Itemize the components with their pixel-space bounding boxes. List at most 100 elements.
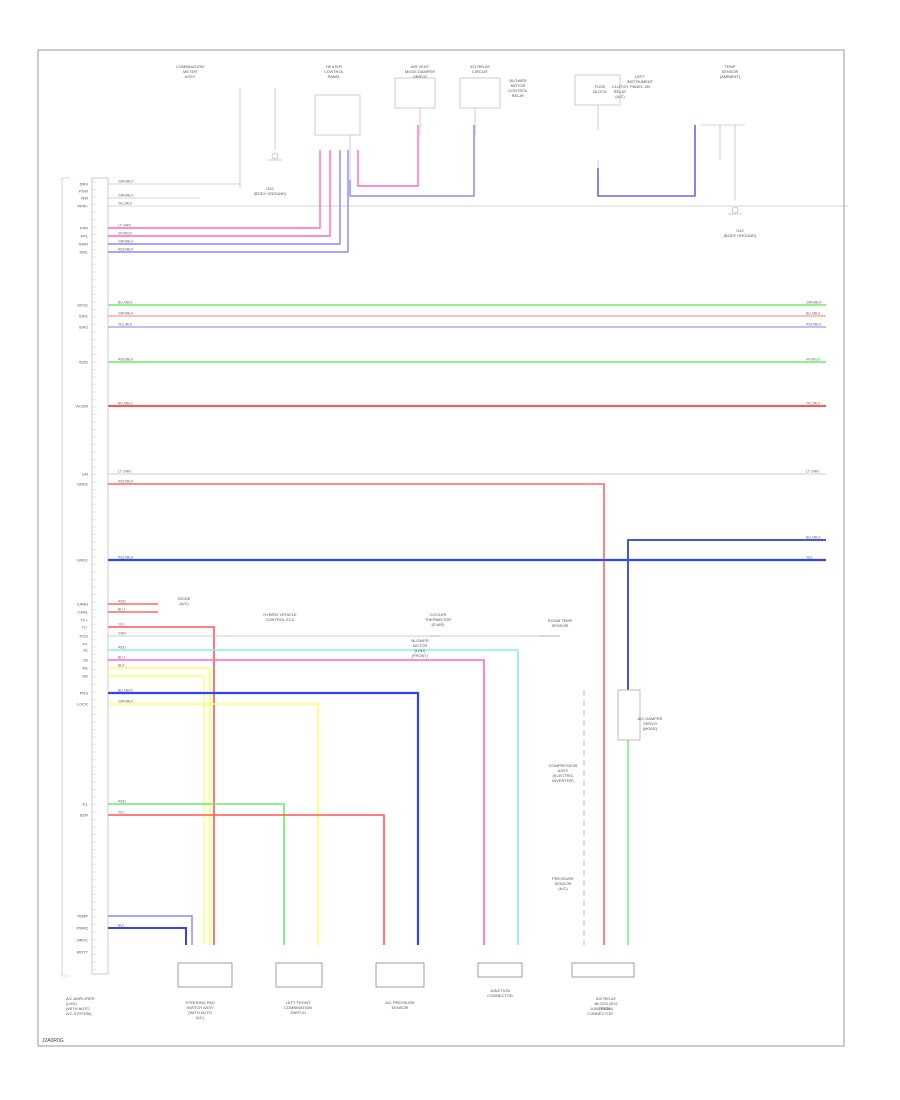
wire-label: RED/BLK (118, 556, 134, 560)
component-label: PANEL J/B (630, 84, 650, 89)
component-label: BLOCK (593, 89, 607, 94)
component-label: (WITH AUTO (66, 1006, 89, 1011)
component-label: SENSOR (552, 623, 569, 628)
component-label: (A/C) (558, 886, 568, 891)
pin-label: HRVC (77, 938, 88, 943)
wire-label: BLK (118, 664, 125, 668)
component-label: (A/C) (615, 94, 625, 99)
component-label: SENSOR (555, 881, 572, 886)
component-label: A/C SYSTEM) (66, 1011, 92, 1016)
pin-label: POS (80, 634, 89, 639)
pin-label: CANH (77, 602, 88, 607)
component-label: CONNECTOR (487, 993, 513, 998)
wire-yellow-1 (108, 667, 211, 945)
wire-label: BLU/BLK (806, 312, 821, 316)
wire-label: RED/BLK (806, 323, 822, 327)
wire-label: VIO/BLK (118, 232, 133, 236)
component-label: STEERING PAD (185, 1000, 215, 1005)
component-label: G42 (736, 228, 744, 233)
component-label: HYBRID VEHICLE (263, 612, 297, 617)
pin-label: MOTT (77, 950, 89, 955)
component-label: (AMBIENT) (720, 74, 741, 79)
wire-label: LT GRN (118, 470, 131, 474)
wire-label: RED (118, 600, 126, 604)
component-label: SERVO (413, 74, 427, 79)
component-label: A/C PRESSURE (385, 1000, 415, 1005)
component-label: G42 (266, 186, 274, 191)
component-label: COMBINATION (284, 1005, 312, 1010)
wire-label: YEL/BLK (806, 402, 821, 406)
component-label: CIRCUIT (472, 69, 489, 74)
component-label: FUSE (595, 84, 606, 89)
wire-blue-4 (108, 915, 193, 945)
component-label: ROOM TEMP (548, 618, 573, 623)
component-label: COMBINATION (176, 64, 204, 69)
component-label: INSTRUMENT (627, 79, 654, 84)
component-label: (LHD) (415, 648, 426, 653)
pin-labels: DRVPSWNWPPR+FPRFPLSWRSWLSVCEIGR1IGR2IG2D… (76, 182, 89, 955)
wire-violet-1 (108, 150, 341, 245)
component-label: BLOWER (509, 78, 526, 83)
wire-label: GRN/BLK (118, 180, 134, 184)
component-label: HEATER (326, 64, 342, 69)
top-component-leads (108, 74, 848, 215)
component-label: SENSOR (392, 1005, 409, 1010)
wire-label: GRN/BLK (118, 312, 134, 316)
wire-blue-right-top (597, 125, 696, 197)
component-label: RELAY (614, 89, 627, 94)
wire-label: GRN/BLK (118, 194, 134, 198)
component-label: CONTROL (508, 88, 528, 93)
ground-leads (430, 635, 641, 945)
component-label: TEMP (724, 64, 735, 69)
pin-label: SWR (79, 242, 88, 247)
component-label: BLOWER (411, 638, 428, 643)
component-label: SERVO (643, 721, 657, 726)
component-label: IG2 RELAY (596, 996, 617, 1001)
wire-blue-2 (627, 539, 826, 690)
component-label: ASSY (185, 74, 196, 79)
pin-label: CANL (77, 610, 88, 615)
wire-label: GRN/BLK (118, 240, 134, 244)
left-bracket (61, 177, 70, 977)
pin-label: FPL (81, 234, 89, 239)
pin-label: SWL (79, 250, 88, 255)
wire-label: VIO/BLK (806, 358, 821, 362)
pin-label: GND2 (77, 482, 89, 487)
component-label: DIODE (178, 596, 191, 601)
wire-label: LT GRN (806, 470, 819, 474)
pin-label: S2 (83, 658, 89, 663)
footer-code: J2A0R0G (42, 1038, 64, 1044)
pin-label: IGR1 (79, 314, 89, 319)
pin-label: TC+ (80, 618, 88, 623)
pin-label: PSW (79, 189, 88, 194)
wire-label: YEL/BLK (118, 323, 133, 327)
component-label: BLOCK (E/G (595, 1001, 618, 1006)
component-label: SWITCH ASSY (186, 1005, 214, 1010)
wire-label: RED (118, 646, 126, 650)
wire-blue-3 (108, 691, 420, 945)
wire-label: BLU/BLK (118, 301, 133, 305)
wire-blue-5 (108, 927, 187, 945)
component-label: (BODY GROUND) (254, 191, 287, 196)
component-label: (FRONT) (412, 653, 429, 658)
component-label: COMPRESSOR (549, 763, 578, 768)
wire-yellow-3 (108, 703, 319, 945)
wire-violet-2 (108, 150, 349, 253)
pin-label: FPR (80, 226, 88, 231)
pin-label: LOCK (77, 702, 88, 707)
component-label: CONNECTOR (587, 1011, 613, 1016)
bottom-components (177, 962, 635, 988)
component-label: MOTOR (413, 643, 428, 648)
pin-label: P+ (83, 642, 89, 647)
pin-label: TC- (81, 625, 88, 630)
component-label: METER (183, 69, 197, 74)
component-label: ROOM) (599, 1006, 613, 1011)
wire-label: RED (118, 800, 126, 804)
pin-label: M1 (82, 666, 88, 671)
wire-yellow-2 (108, 675, 205, 945)
wire-label: GRN/BLK (118, 700, 134, 704)
pin-label: NW (81, 196, 88, 201)
wire-label: RED/BLK (118, 358, 134, 362)
